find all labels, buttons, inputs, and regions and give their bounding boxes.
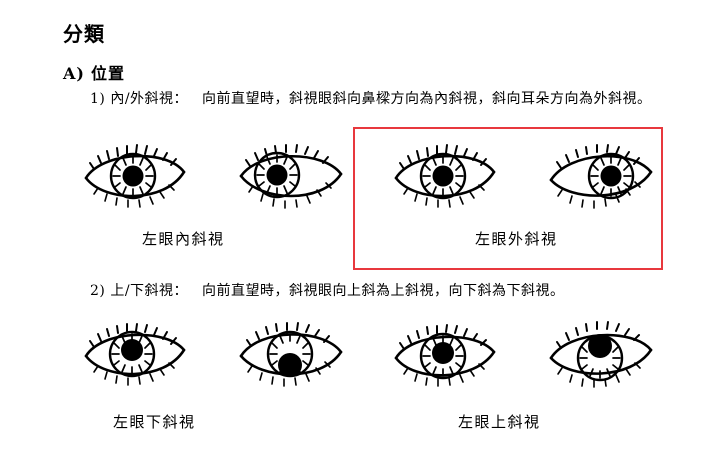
list-item-2: 2) 上/下斜視： 向前直望時，斜視眼向上斜為上斜視，向下斜為下斜視。 [90,278,565,304]
eye-normal-right-4 [368,318,523,390]
item-1-description: 向前直望時，斜視眼斜向鼻樑方向為內斜視，斜向耳朵方向為外斜視。 [202,91,652,107]
eye-normal-right [58,138,213,210]
page-title: 分類 [63,22,105,46]
eye-hypotropia-left [213,318,368,390]
caption-exotropia: 左眼外斜視 [475,230,558,248]
eye-normal-right-3 [58,318,213,390]
figure-row-vertical-deviation [58,318,678,390]
eye-esotropia-left [213,138,368,210]
eye-hypertropia-left [523,318,678,390]
item-1-label: 內/外斜視： [110,91,189,107]
section-label: 位置 [90,64,125,83]
item-2-label: 上/下斜視： [110,283,189,299]
item-1-number: 1) [90,91,106,107]
list-item-1: 1) 內/外斜視： 向前直望時，斜視眼斜向鼻樑方向為內斜視，斜向耳朵方向為外斜視… [90,86,652,112]
caption-hypertropia: 左眼上斜視 [458,413,541,431]
item-2-number: 2) [90,283,106,299]
caption-esotropia: 左眼內斜視 [142,230,225,248]
item-1-term: 1) 內/外斜視： [90,86,202,112]
item-2-description: 向前直望時，斜視眼向上斜為上斜視，向下斜為下斜視。 [202,283,565,299]
section-heading: A) 位置 [63,60,125,84]
section-marker: A) [63,64,85,83]
eye-normal-right-2 [368,138,523,210]
item-2-term: 2) 上/下斜視： [90,278,202,304]
eye-exotropia-left [523,138,678,210]
figure-row-horizontal-deviation [58,138,678,210]
caption-hypotropia: 左眼下斜視 [113,413,196,431]
